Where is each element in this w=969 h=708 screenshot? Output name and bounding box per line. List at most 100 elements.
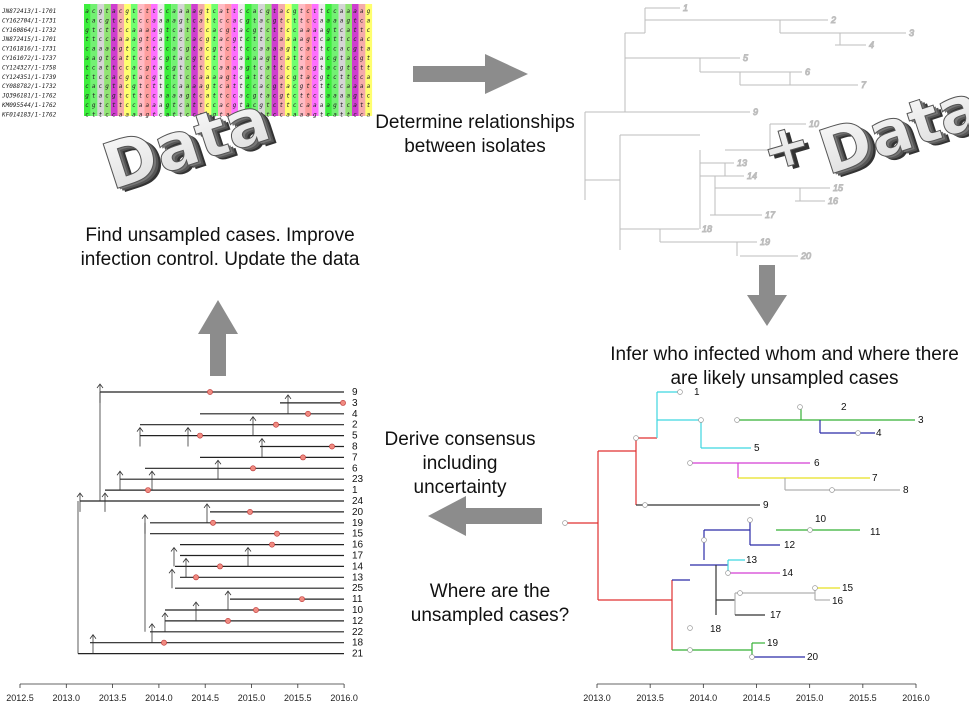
alignment-base: c — [353, 55, 357, 62]
alignment-base: c — [159, 55, 163, 62]
alignment-base: c — [286, 27, 290, 34]
alignment-base: g — [146, 111, 150, 118]
alignment-base: t — [300, 8, 304, 15]
alignment-base: t — [273, 64, 277, 71]
alignment-base: a — [347, 83, 351, 90]
alignment-base: g — [246, 64, 250, 71]
alignment-base: c — [199, 93, 203, 100]
alignment-base: c — [105, 93, 109, 100]
alignment-base: g — [226, 74, 230, 81]
alignment-base: t — [179, 74, 183, 81]
transmission-tip-label: 13 — [746, 555, 758, 566]
alignment-base: g — [105, 17, 109, 24]
alignment-base: c — [367, 27, 371, 34]
transmission-tip-label: 19 — [767, 638, 779, 649]
consensus-arrowhead — [203, 503, 211, 509]
alignment-base: c — [347, 102, 351, 109]
alignment-base: c — [166, 8, 170, 15]
alignment-base: g — [340, 64, 344, 71]
alignment-base: a — [326, 64, 330, 71]
alignment-base: c — [206, 46, 210, 53]
alignment-column — [184, 4, 192, 116]
transmission-tip-label: 16 — [832, 596, 844, 607]
alignment-base: c — [132, 102, 136, 109]
alignment-sequence-id: CY160864/1-1732 — [2, 27, 57, 34]
transmission-axis-tick-label: 2015.5 — [849, 693, 877, 703]
alignment-base: t — [152, 46, 156, 53]
alignment-base: t — [132, 74, 136, 81]
alignment-base: c — [340, 83, 344, 90]
alignment-base: c — [286, 8, 290, 15]
alignment-base: t — [213, 93, 217, 100]
alignment-base: g — [233, 36, 237, 43]
alignment-base: g — [239, 111, 243, 118]
alignment-base: t — [85, 36, 89, 43]
tree-tip-label: 10 — [809, 119, 819, 129]
alignment-base: a — [179, 55, 183, 62]
alignment-base: t — [219, 111, 223, 118]
alignment-base: c — [186, 64, 190, 71]
alignment-base: a — [253, 55, 257, 62]
alignment-base: t — [166, 36, 170, 43]
alignment-base: t — [293, 17, 297, 24]
alignment-column — [90, 4, 98, 116]
consensus-arrowhead — [141, 514, 149, 520]
alignment-base: t — [199, 64, 203, 71]
alignment-base: a — [333, 17, 337, 24]
alignment-base: c — [333, 83, 337, 90]
alignment-base: c — [213, 102, 217, 109]
alignment-base: c — [92, 64, 96, 71]
alignment-base: a — [280, 8, 284, 15]
data-3d-text-right: Data Data Data Data — [810, 68, 969, 193]
alignment-sequence-id: CY124327/1-1758 — [2, 64, 57, 71]
alignment-base: c — [206, 27, 210, 34]
tree-tip-label: 15 — [833, 183, 844, 193]
alignment-base: c — [313, 55, 317, 62]
alignment-column — [130, 4, 138, 116]
alignment-base: a — [259, 46, 263, 53]
alignment-base: c — [266, 74, 270, 81]
alignment-base: t — [360, 64, 364, 71]
caption-where-unsampled: Where are the unsampled cases? — [410, 581, 570, 626]
alignment-base: c — [313, 83, 317, 90]
alignment-base: t — [152, 111, 156, 118]
alignment-base: c — [253, 46, 257, 53]
alignment-base: a — [99, 93, 103, 100]
alignment-base: c — [166, 46, 170, 53]
alignment-column — [197, 4, 205, 116]
alignment-base: a — [219, 36, 223, 43]
alignment-base: c — [119, 8, 123, 15]
alignment-base: g — [280, 93, 284, 100]
alignment-base: c — [139, 55, 143, 62]
alignment-base: t — [226, 8, 230, 15]
alignment-base: t — [326, 83, 330, 90]
alignment-base: a — [233, 17, 237, 24]
alignment-column — [291, 4, 299, 116]
alignment-base: c — [326, 46, 330, 53]
alignment-base: c — [273, 111, 277, 118]
tree-tip-label: 13 — [737, 158, 747, 168]
alignment-base: c — [213, 64, 217, 71]
alignment-base: t — [112, 27, 116, 34]
alignment-base: c — [179, 36, 183, 43]
alignment-base: a — [92, 17, 96, 24]
alignment-base: g — [206, 83, 210, 90]
alignment-base: c — [306, 8, 310, 15]
alignment-base: c — [192, 17, 196, 24]
consensus-axis-tick-label: 2015.5 — [284, 693, 312, 703]
alignment-base: a — [186, 102, 190, 109]
alignment-base: t — [213, 17, 217, 24]
alignment-base: c — [179, 102, 183, 109]
alignment-base: t — [192, 27, 196, 34]
consensus-tip-label: 13 — [352, 572, 364, 583]
alignment-base: a — [300, 36, 304, 43]
consensus-node-marker — [207, 389, 213, 395]
transmission-axis-tick-label: 2013.0 — [583, 693, 611, 703]
alignment-column — [117, 4, 125, 116]
alignment-column — [305, 4, 312, 116]
alignment-base: t — [313, 46, 317, 53]
consensus-tip-label: 21 — [352, 649, 364, 660]
alignment-column — [204, 4, 212, 116]
consensus-tip-label: 19 — [352, 518, 364, 529]
alignment-base: t — [152, 83, 156, 90]
